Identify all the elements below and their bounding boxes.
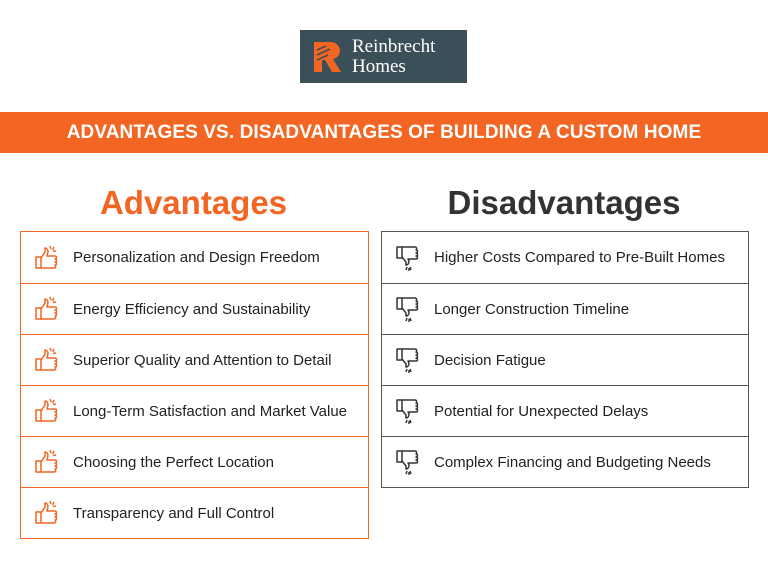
disadvantages-list: Higher Costs Compared to Pre-Built Homes… [381,231,749,488]
disadvantages-item-label: Longer Construction Timeline [434,300,630,318]
disadvantages-item: Longer Construction Timeline [382,283,748,334]
logo-line-1: Reinbrecht [352,35,436,57]
advantages-item: Transparency and Full Control [21,487,368,538]
logo-line-2: Homes [352,55,406,77]
disadvantages-item-label: Potential for Unexpected Delays [434,402,649,420]
thumbs-down-icon [396,450,419,475]
thumbs-down-icon [396,245,419,271]
disadvantages-heading: Disadvantages [447,184,681,221]
advantages-heading: Advantages [99,184,288,221]
advantages-item-label: Superior Quality and Attention to Detail [73,351,332,369]
company-logo: Reinbrecht Homes [300,30,467,83]
disadvantages-item: Decision Fatigue [382,334,748,385]
thumbs-up-icon [35,245,58,269]
advantages-item-label: Long-Term Satisfaction and Market Value [73,402,348,420]
thumbs-down-icon [396,399,419,424]
thumbs-up-icon [35,398,58,422]
thumbs-down-icon [396,297,419,322]
disadvantages-item-label: Complex Financing and Budgeting Needs [434,453,711,471]
disadvantages-item: Potential for Unexpected Delays [382,385,748,436]
advantages-item: Long-Term Satisfaction and Market Value [21,385,368,436]
thumbs-up-icon [35,500,58,524]
logo-r-mark-icon [314,41,341,72]
disadvantages-item-label: Higher Costs Compared to Pre-Built Homes [434,249,725,266]
thumbs-up-icon [35,449,58,473]
thumbs-down-icon [396,348,419,373]
disadvantages-item-label: Decision Fatigue [434,351,546,369]
advantages-item: Personalization and Design Freedom [21,232,368,283]
page-title-banner: ADVANTAGES VS. DISADVANTAGES OF BUILDING… [0,112,768,153]
disadvantages-item: Complex Financing and Budgeting Needs [382,436,748,487]
thumbs-up-icon [35,347,58,371]
advantages-item: Superior Quality and Attention to Detail [21,334,368,385]
advantages-item: Energy Efficiency and Sustainability [21,283,368,334]
disadvantages-item: Higher Costs Compared to Pre-Built Homes [382,232,748,283]
thumbs-up-icon [35,296,58,320]
advantages-item: Choosing the Perfect Location [21,436,368,487]
advantages-item-label: Choosing the Perfect Location [73,453,274,471]
advantages-item-label: Transparency and Full Control [73,504,275,522]
advantages-list: Personalization and Design Freedom Energ… [20,231,369,539]
advantages-item-label: Energy Efficiency and Sustainability [73,300,311,318]
advantages-item-label: Personalization and Design Freedom [73,249,320,266]
